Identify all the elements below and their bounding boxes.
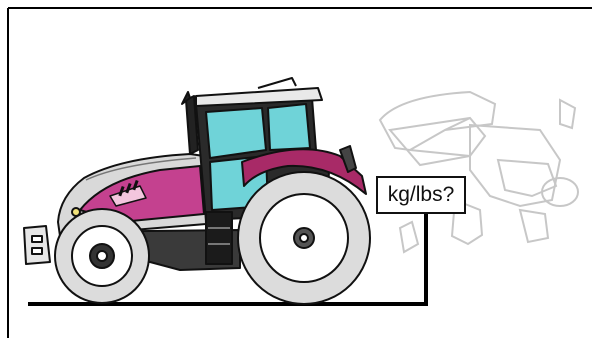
scale-post	[424, 212, 428, 306]
ground-line	[28, 302, 428, 306]
implement-icon	[380, 92, 578, 252]
tractor-icon	[24, 78, 370, 304]
front-wheel	[55, 209, 149, 303]
weight-label: kg/lbs?	[376, 176, 466, 214]
cab-window	[206, 108, 266, 158]
rear-wheel	[238, 172, 370, 304]
front-weight	[24, 226, 50, 264]
